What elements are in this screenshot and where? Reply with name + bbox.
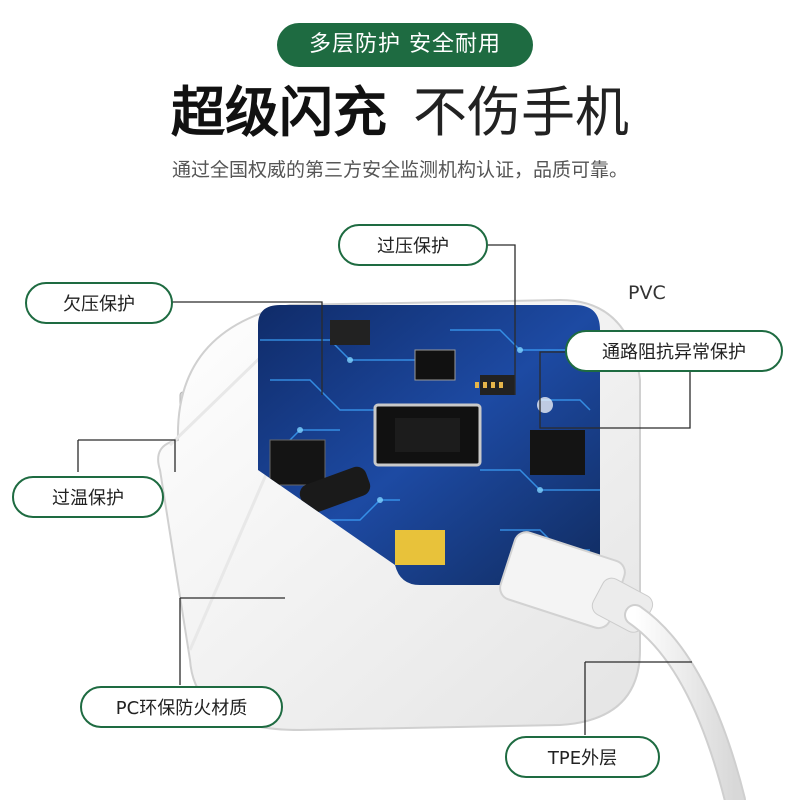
subline: 通过全国权威的第三方安全监测机构认证，品质可靠。: [171, 159, 628, 181]
callout-undervoltage: 欠压保护: [25, 282, 173, 324]
leader-overtemp-a: [78, 439, 176, 472]
headline: 超级闪充不伤手机: [0, 78, 800, 148]
callout-pc-material: PC环保防火材质: [80, 686, 283, 728]
headline-light: 不伤手机: [413, 81, 629, 144]
callout-tpe-layer: TPE外层: [505, 736, 660, 778]
tagline-pill: 多层防护 安全耐用: [277, 23, 533, 67]
leader-overvoltage: [488, 244, 516, 395]
callout-overvoltage: 过压保护: [338, 224, 488, 266]
leader-lines: [77, 244, 692, 735]
label-pvc: PVC: [628, 282, 666, 304]
headline-bold: 超级闪充: [171, 81, 387, 144]
leader-short-circuit: [539, 351, 691, 429]
callout-short-circuit: 通路阻抗异常保护: [565, 330, 783, 372]
callout-overtemp: 过温保护: [12, 476, 164, 518]
usb-cable: [624, 604, 746, 800]
leader-undervoltage: [170, 301, 323, 395]
